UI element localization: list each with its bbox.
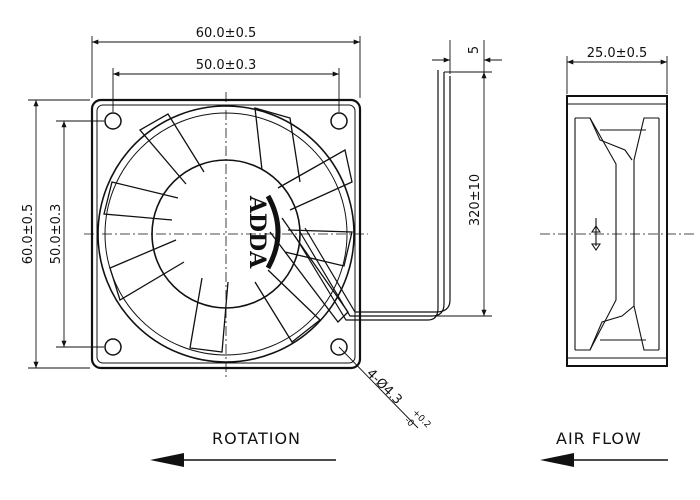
side-airflow-arrows xyxy=(590,218,602,251)
height-dimension: 60.0±0.5 xyxy=(21,204,36,265)
lead-strut xyxy=(269,217,349,323)
front-dimensions xyxy=(28,36,502,429)
width-dimension: 60.0±0.5 xyxy=(196,26,257,41)
hole-spacing-dimension: 50.0±0.3 xyxy=(196,58,257,73)
lead-wires xyxy=(294,70,451,321)
side-view xyxy=(540,95,696,367)
adda-logo: ADDA xyxy=(244,194,281,270)
depth-dimension: 25.0±0.5 xyxy=(587,46,648,61)
side-frame xyxy=(566,95,668,367)
rotation-label: ROTATION xyxy=(212,429,301,448)
airflow-label: AIR FLOW xyxy=(556,429,642,448)
fan-blades xyxy=(103,107,353,353)
mounting-hole-top-right xyxy=(330,112,348,130)
rotation-arrow xyxy=(150,453,336,467)
lead-length-dimension: 320±10 xyxy=(468,174,483,226)
mounting-hole-bottom-right xyxy=(330,338,348,356)
mounting-hole-top-left xyxy=(104,112,122,130)
lead-offset-dimension: 5 xyxy=(467,46,482,54)
front-view: ADDA xyxy=(84,70,451,378)
logo-text: ADDA xyxy=(244,195,270,269)
mounting-hole-bottom-left xyxy=(104,338,122,356)
vertical-hole-spacing-dimension: 50.0±0.3 xyxy=(49,204,64,265)
hole-callout: 4-Ø4.3 xyxy=(363,366,405,408)
side-dimensions xyxy=(566,56,668,94)
airflow-arrow xyxy=(540,453,668,467)
